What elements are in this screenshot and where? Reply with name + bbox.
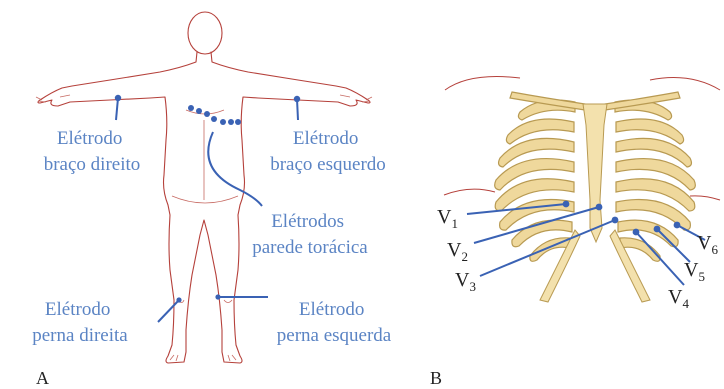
rib-cage bbox=[495, 92, 696, 302]
right-leg-leader bbox=[158, 300, 179, 322]
label-v6: V6 bbox=[697, 232, 718, 257]
label-v2: V2 bbox=[447, 239, 468, 264]
v4-electrode-dot bbox=[633, 229, 640, 236]
panel-b: V1 V2 V3 V4 V5 V6 B bbox=[430, 77, 720, 389]
left-arm-leader bbox=[297, 99, 298, 120]
v5-leader bbox=[657, 229, 690, 262]
panel-a: Elétrodo braço direito Elétrodo braço es… bbox=[32, 12, 392, 388]
label-chest-wall: Elétrodos parede torácica bbox=[252, 211, 368, 258]
v2-electrode-dot bbox=[596, 204, 603, 211]
label-v4: V4 bbox=[668, 286, 689, 311]
right-arm-leader bbox=[116, 98, 118, 120]
v6-electrode-dot bbox=[674, 222, 681, 229]
v5-electrode-dot bbox=[654, 226, 661, 233]
label-v5: V5 bbox=[684, 259, 705, 284]
sternum bbox=[583, 104, 607, 242]
label-right-leg: Elétrodo perna direita bbox=[32, 299, 128, 346]
panel-b-letter: B bbox=[430, 368, 442, 388]
label-v1: V1 bbox=[437, 206, 458, 231]
v3-electrode-dot bbox=[612, 217, 619, 224]
chest-leader bbox=[208, 132, 262, 206]
panel-a-letter: A bbox=[36, 368, 49, 388]
label-left-arm: Elétrodo braço esquerdo bbox=[270, 128, 386, 175]
label-left-leg: Elétrodo perna esquerda bbox=[277, 299, 392, 346]
label-v3: V3 bbox=[455, 269, 476, 294]
v1-electrode-dot bbox=[563, 201, 570, 208]
label-right-arm: Elétrodo braço direito bbox=[44, 128, 141, 175]
chest-electrode-dots bbox=[188, 105, 241, 125]
